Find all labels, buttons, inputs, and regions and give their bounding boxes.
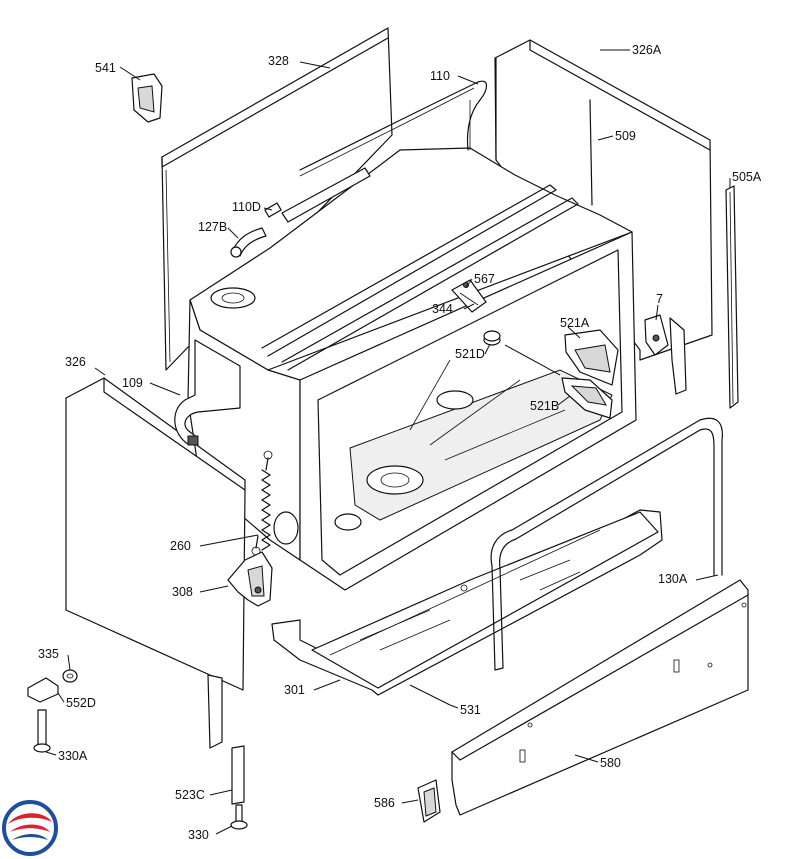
- label-127b: 127B: [198, 220, 227, 234]
- label-330: 330: [188, 828, 209, 842]
- swirl-logo-icon: [2, 800, 58, 856]
- label-509: 509: [615, 129, 636, 143]
- label-326: 326: [65, 355, 86, 369]
- label-110d: 110D: [232, 200, 261, 214]
- label-326a: 326A: [632, 43, 662, 57]
- part-308-hinge: [227, 551, 273, 607]
- label-130a: 130A: [658, 572, 688, 586]
- part-586-bracket: [417, 779, 441, 823]
- label-521d: 521D: [455, 347, 485, 361]
- label-344: 344: [432, 302, 453, 316]
- part-521d-cap: [483, 330, 561, 376]
- part-110d-hose: [264, 167, 371, 223]
- part-541: [131, 73, 163, 123]
- label-505a: 505A: [732, 170, 762, 184]
- part-580-kick-plate: [451, 579, 749, 816]
- label-301: 301: [284, 683, 305, 697]
- label-567: 567: [474, 272, 495, 286]
- label-308: 308: [172, 585, 193, 599]
- part-567-344-clip: [451, 279, 487, 313]
- part-335-552d-330a: [27, 669, 78, 753]
- label-552d: 552D: [66, 696, 96, 710]
- label-335: 335: [38, 647, 59, 661]
- label-541: 541: [95, 61, 116, 75]
- label-330a: 330A: [58, 749, 88, 763]
- part-109-duct: [174, 339, 241, 446]
- part-509-rod: [589, 99, 593, 206]
- part-130a-gasket: [490, 417, 723, 671]
- label-260: 260: [170, 539, 191, 553]
- label-7: 7: [656, 292, 663, 306]
- part-523c-330: [230, 745, 248, 830]
- part-326-side-panel: [65, 377, 246, 749]
- part-110-seal: [299, 80, 488, 177]
- label-109: 109: [122, 376, 143, 390]
- leader-lines: [45, 49, 731, 835]
- label-328: 328: [268, 54, 289, 68]
- label-521a: 521A: [560, 316, 590, 330]
- label-586: 586: [374, 796, 395, 810]
- part-521a-bracket: [564, 329, 619, 386]
- label-580: 580: [600, 756, 621, 770]
- part-505a-strip: [725, 185, 739, 409]
- label-531: 531: [460, 703, 481, 717]
- part-127b-elbow: [230, 227, 267, 258]
- part-labels: 541 328 110 326A 509 505A 110D 127B 567 …: [38, 43, 762, 842]
- label-110: 110: [430, 69, 450, 83]
- part-7-hinge: [644, 314, 687, 395]
- part-301-base: [271, 509, 663, 706]
- part-521b-bracket: [561, 377, 613, 419]
- label-521b: 521B: [530, 399, 559, 413]
- label-523c: 523C: [175, 788, 205, 802]
